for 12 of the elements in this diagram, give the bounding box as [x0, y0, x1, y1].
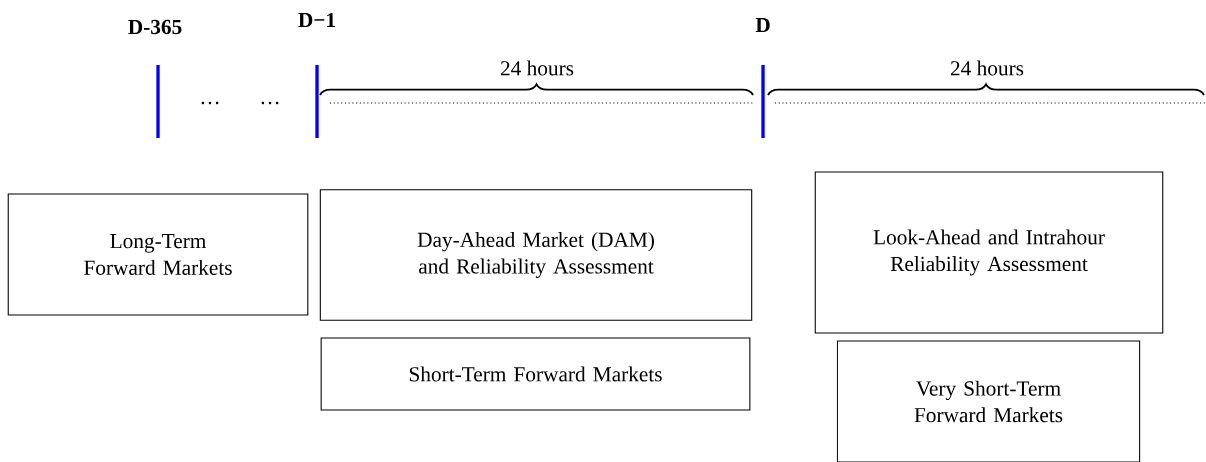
market-box: Very Short-Term Forward Markets: [836, 340, 1141, 462]
ellipsis: …: [201, 101, 219, 105]
duration-label: 24 hours: [950, 60, 1024, 76]
duration-label: 24 hours: [500, 60, 574, 76]
market-box: Day-Ahead Market (DAM) and Reliability Assessment: [319, 189, 753, 321]
time-label: D-365: [128, 19, 182, 35]
market-box: Short-Term Forward Markets: [320, 337, 751, 411]
time-label: D−1: [298, 12, 335, 28]
ellipsis: …: [261, 101, 279, 105]
market-box: Long-Term Forward Markets: [7, 193, 309, 316]
market-box: Look-Ahead and Intrahour Reliability Assessment: [814, 171, 1164, 334]
time-label: D: [755, 18, 770, 32]
